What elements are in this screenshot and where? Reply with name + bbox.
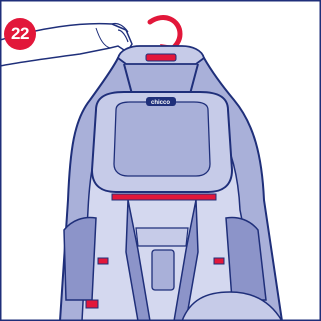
harness-guide-bar	[112, 194, 216, 200]
lap-guide-left	[86, 300, 98, 308]
headrest: chicco	[92, 92, 232, 192]
belt-guide-left	[98, 258, 108, 264]
step-number-badge: 22	[4, 18, 36, 50]
brand-logo-text: chicco	[151, 100, 170, 106]
belt-guide-right	[214, 258, 224, 264]
